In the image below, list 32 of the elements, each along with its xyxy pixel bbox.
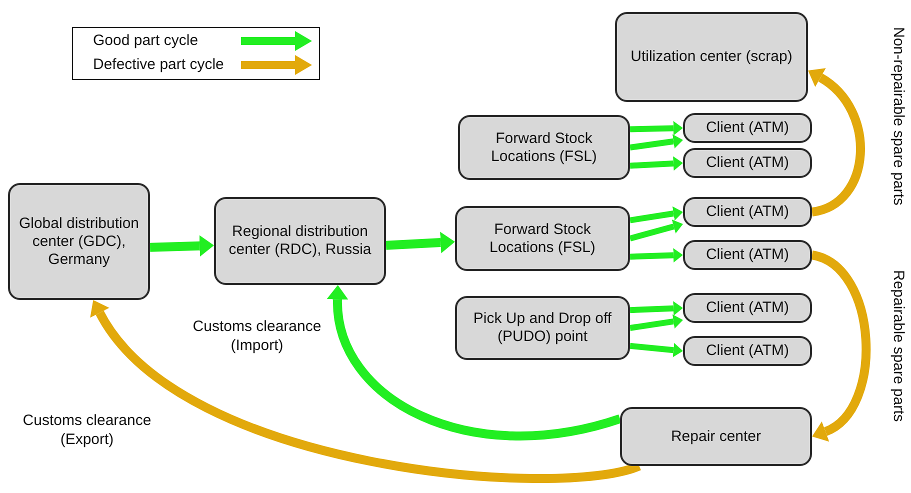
arrow — [90, 301, 640, 483]
arrow — [630, 342, 683, 358]
arrow — [810, 250, 870, 441]
arrow — [630, 314, 683, 331]
client-box: Client (ATM) — [683, 240, 812, 270]
process-box: Utilization center (scrap) — [615, 12, 808, 102]
arrow — [630, 248, 683, 262]
process-box: Regional distribution center (RDC), Russia — [214, 197, 386, 285]
arrow — [386, 232, 455, 254]
process-box: Forward Stock Locations (FSL) — [458, 115, 630, 180]
process-box: Pick Up and Drop off (PUDO) point — [455, 296, 630, 360]
legend-text: Good part cycle — [93, 32, 198, 49]
client-box: Client (ATM) — [683, 293, 812, 323]
client-box: Client (ATM) — [683, 148, 812, 178]
legend-text: Defective part cycle — [93, 56, 224, 73]
arrow — [630, 121, 683, 136]
process-box: Repair center — [620, 407, 812, 466]
client-box: Client (ATM) — [683, 336, 812, 366]
process-box: Global distribution center (GDC), Germany — [8, 183, 150, 300]
arrow — [630, 206, 683, 224]
arrow — [629, 220, 683, 242]
client-box: Client (ATM) — [683, 113, 812, 143]
edge-label: Non-repairable spare parts — [888, 25, 907, 208]
arrow — [630, 156, 683, 171]
client-box: Client (ATM) — [683, 197, 812, 227]
arrow — [630, 134, 683, 150]
process-box: Forward Stock Locations (FSL) — [455, 206, 630, 271]
arrow — [326, 285, 622, 440]
arrow — [150, 235, 214, 257]
arrow — [808, 68, 865, 216]
edge-label: Repairable spare parts — [888, 268, 907, 424]
arrow — [630, 301, 683, 316]
